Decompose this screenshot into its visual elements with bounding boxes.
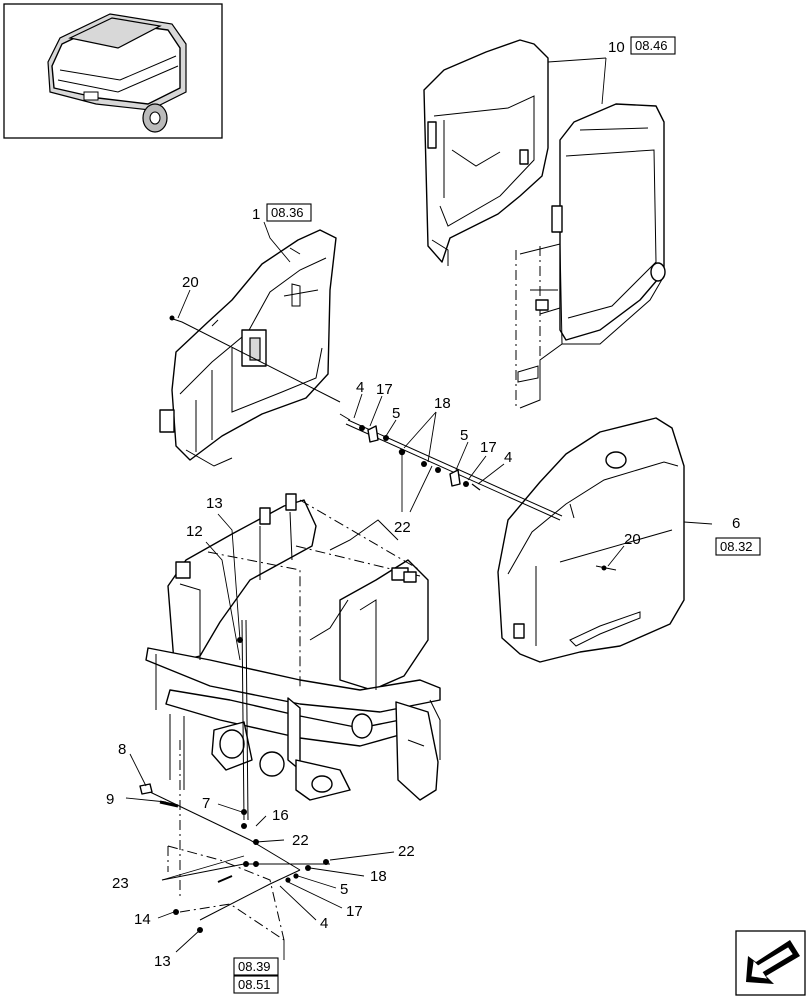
upper-rod-assembly — [169, 315, 617, 571]
callout-17: 17 — [376, 381, 393, 398]
callout-23: 23 — [112, 875, 129, 892]
ref-box-08-51 — [233, 975, 279, 994]
baler-main-frame[interactable] — [145, 493, 441, 801]
callout-5: 5 — [340, 881, 348, 898]
ref-08-36: 08.36 — [271, 205, 304, 220]
part-6-right-shield[interactable] — [497, 417, 685, 663]
callout-7: 7 — [202, 795, 210, 812]
lower-rod-assembly — [139, 619, 330, 941]
callout-18: 18 — [370, 868, 387, 885]
callout-17: 17 — [346, 903, 363, 920]
part-10-side-shields[interactable] — [423, 39, 666, 410]
ref-box-08-36 — [266, 203, 312, 222]
callout-labels: 1 4 17 5 18 22 5 17 4 6 20 20 10 13 12 8… — [106, 39, 740, 970]
callout-12: 12 — [186, 523, 203, 540]
callout-4: 4 — [320, 915, 328, 932]
callout-13: 13 — [154, 953, 171, 970]
callout-5: 5 — [460, 427, 468, 444]
ref-08-51: 08.51 — [238, 977, 271, 992]
ref-08-46: 08.46 — [635, 38, 668, 53]
callout-5: 5 — [392, 405, 400, 422]
callout-4: 4 — [356, 379, 364, 396]
callout-14: 14 — [134, 911, 151, 928]
callout-8: 8 — [118, 741, 126, 758]
next-page-arrow-icon[interactable] — [735, 930, 806, 996]
callout-10: 10 — [608, 39, 625, 56]
part-1-left-shield[interactable] — [159, 229, 337, 467]
baler-overview-thumbnail[interactable] — [3, 3, 223, 139]
callout-16: 16 — [272, 807, 289, 824]
callout-6: 6 — [732, 515, 740, 532]
callout-1: 1 — [252, 206, 260, 223]
callout-9: 9 — [106, 791, 114, 808]
ref-08-39: 08.39 — [238, 959, 271, 974]
callout-18: 18 — [434, 395, 451, 412]
reference-boxes: 08.36 08.46 08.32 08.39 08.51 — [233, 36, 761, 994]
ref-box-08-39 — [233, 957, 279, 976]
callout-4: 4 — [504, 449, 512, 466]
ref-box-08-46 — [630, 36, 676, 55]
leader-lines — [125, 57, 713, 960]
ref-08-32: 08.32 — [720, 539, 753, 554]
callout-17: 17 — [480, 439, 497, 456]
callout-20: 20 — [182, 274, 199, 291]
callout-13: 13 — [206, 495, 223, 512]
callout-20: 20 — [624, 531, 641, 548]
callout-22: 22 — [394, 519, 411, 536]
callout-22: 22 — [292, 832, 309, 849]
callout-22: 22 — [398, 843, 415, 860]
ref-box-08-32 — [715, 537, 761, 556]
